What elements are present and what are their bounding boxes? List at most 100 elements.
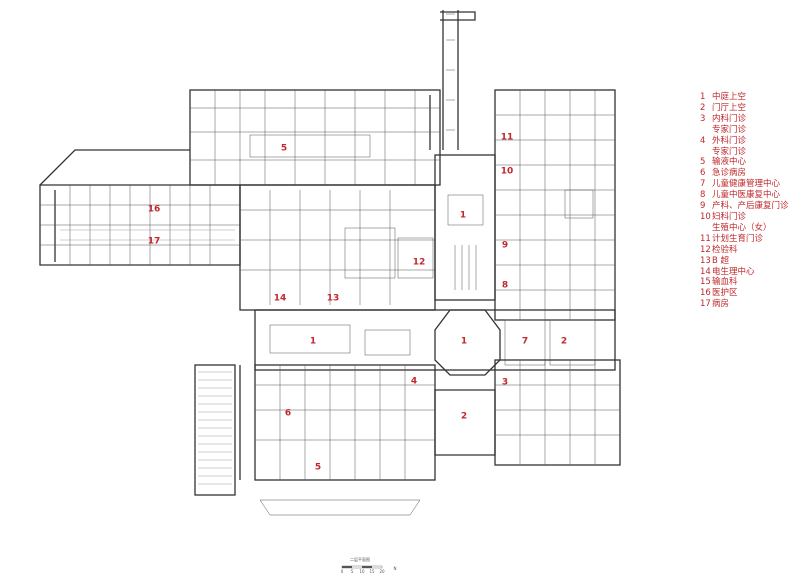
top-wing [189, 89, 441, 186]
legend-item: 2 门厅上空 [700, 103, 798, 114]
legend-text: 妇科门诊 [712, 211, 747, 222]
label-5-bottom: 5 [315, 463, 321, 473]
legend-item: 4 外科门诊 [700, 136, 798, 147]
legend-item: 专家门诊 [700, 147, 798, 158]
legend-item: 1 中庭上空 [700, 92, 798, 103]
label-3: 3 [502, 378, 508, 388]
room-labels: 1 1 1 2 2 3 4 5 5 6 7 8 9 10 11 12 13 14… [148, 133, 567, 473]
legend-text: 儿童中医康复中心 [712, 190, 781, 201]
north-arrow-label: N [394, 566, 397, 571]
scale-tick-5: 5 [351, 569, 354, 574]
legend-number: 16 [700, 288, 711, 299]
legend-text: 急诊病房 [712, 168, 747, 179]
legend-number: 7 [700, 179, 706, 190]
legend-text: 电生理中心 [712, 266, 755, 277]
legend-item: 6 急诊病房 [700, 168, 798, 179]
legend-text: 生殖中心（女） [712, 222, 772, 233]
legend-number: 9 [700, 201, 706, 212]
label-10: 10 [501, 167, 514, 177]
label-4: 4 [411, 377, 417, 387]
scale-bar: 二层平面图 0 5 10 15 20 N [341, 556, 397, 574]
legend-number: 8 [700, 190, 706, 201]
central-block [239, 184, 436, 311]
bottom-right-wing [494, 359, 621, 466]
label-16: 16 [148, 205, 161, 215]
bridge [429, 10, 476, 150]
legend-number [700, 223, 712, 234]
legend-text: 儿童健康管理中心 [712, 179, 781, 190]
legend-number: 4 [700, 135, 706, 146]
label-1-atrium-west: 1 [310, 337, 316, 347]
scale-tick-20: 20 [379, 569, 385, 574]
legend-number: 13 [700, 255, 711, 266]
legend-number: 11 [700, 233, 711, 244]
legend-number: 6 [700, 168, 706, 179]
scale-tick-0: 0 [341, 569, 344, 574]
legend-item: 专家门诊 [700, 125, 798, 136]
label-17: 17 [148, 237, 161, 247]
label-11: 11 [501, 133, 514, 143]
legend-number: 15 [700, 277, 711, 288]
label-2-lobby-south: 2 [461, 412, 467, 422]
label-2-lobby-east: 2 [561, 337, 567, 347]
bottom-block [239, 364, 436, 481]
left-wing [39, 149, 241, 266]
legend-number: 12 [700, 244, 711, 255]
hall-2 [434, 389, 496, 456]
label-12: 12 [413, 258, 426, 268]
legend-number: 2 [700, 102, 706, 113]
legend-item: 8 儿童中医康复中心 [700, 190, 798, 201]
label-1-atrium-center: 1 [461, 337, 467, 347]
legend-text: 医护区 [712, 288, 738, 299]
legend-number: 1 [700, 92, 706, 102]
legend-text: 专家门诊 [712, 146, 747, 157]
scale-title: 二层平面图 [350, 556, 370, 562]
label-9: 9 [502, 241, 508, 251]
scale-tick-10: 10 [359, 569, 365, 574]
legend-text: B 超 [712, 255, 730, 266]
label-5-top: 5 [281, 144, 287, 154]
label-14: 14 [274, 294, 287, 304]
legend-item: 5 输液中心 [700, 157, 798, 168]
legend-text: 外科门诊 [712, 135, 747, 146]
legend-item: 3 内科门诊 [700, 114, 798, 125]
legend-text: 输液中心 [712, 157, 747, 168]
scale-tick-15: 15 [369, 569, 375, 574]
legend-item: 9 产科、产后康复门诊 [700, 201, 798, 212]
legend-text: 中庭上空 [712, 92, 747, 102]
legend-number [700, 147, 712, 158]
legend-text: 门厅上空 [712, 102, 747, 113]
legend-text: 病房 [712, 299, 730, 310]
legend-item: 生殖中心（女） [700, 223, 798, 234]
legend-number: 14 [700, 266, 711, 277]
legend-text: 内科门诊 [712, 113, 747, 124]
legend-text: 产科、产后康复门诊 [712, 201, 789, 212]
legend-item: 7 儿童健康管理中心 [700, 179, 798, 190]
label-13: 13 [327, 294, 340, 304]
garden [194, 364, 421, 516]
legend-text: 输血科 [712, 277, 738, 288]
legend-number: 17 [700, 299, 711, 310]
legend-number [700, 125, 712, 136]
right-wing [494, 89, 616, 321]
label-6: 6 [285, 409, 291, 419]
legend-text: 计划生育门诊 [712, 233, 764, 244]
label-8: 8 [502, 281, 508, 291]
legend-number: 10 [700, 211, 711, 222]
legend-number: 3 [700, 113, 706, 124]
atrium [434, 154, 496, 301]
label-7: 7 [522, 337, 528, 347]
legend-text: 检验科 [712, 244, 738, 255]
legend-number: 5 [700, 157, 706, 168]
label-1-atrium-upper: 1 [460, 211, 466, 221]
